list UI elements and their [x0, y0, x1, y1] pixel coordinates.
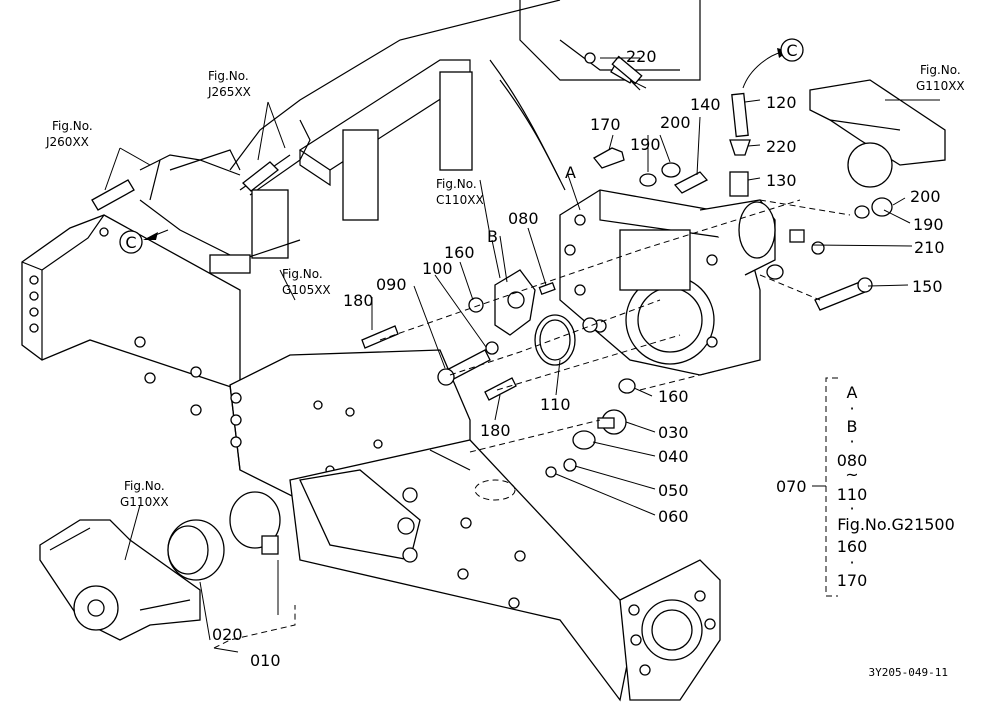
kit-item-080: 080 — [837, 451, 868, 470]
callout-070: 070 — [776, 477, 807, 496]
drawing-code: 3Y205-049-11 — [868, 666, 948, 679]
callout-170: 170 — [590, 115, 621, 134]
callout-180-top: 180 — [343, 291, 374, 310]
callout-160-bottom: 160 — [658, 387, 689, 406]
fig-ref-c110: C110XX — [436, 193, 484, 207]
kit-list: A · B · 080 ~ 110 · Fig.No.G21500 160 · … — [837, 383, 955, 590]
callout-060: 060 — [658, 507, 689, 526]
kit-sep-4: · — [849, 553, 854, 572]
leader-lines — [104, 48, 940, 653]
callout-220-top: 220 — [626, 47, 657, 66]
callout-020: 020 — [212, 625, 243, 644]
callout-050: 050 — [658, 481, 689, 500]
marker-c-top-label: C — [786, 41, 797, 60]
kit-item-110: 110 — [837, 485, 868, 504]
fig-ref-j260: J260XX — [45, 135, 89, 149]
kit-item-160: 160 — [837, 537, 868, 556]
kit-item-170: 170 — [837, 571, 868, 590]
marker-c-left-label: C — [125, 233, 136, 252]
kit-sep-3: · — [849, 499, 854, 518]
callout-150: 150 — [912, 277, 943, 296]
fig-ref-j265: J265XX — [207, 85, 251, 99]
gear-case — [468, 189, 776, 376]
callout-110: 110 — [540, 395, 571, 414]
callout-030: 030 — [658, 423, 689, 442]
callout-010: 010 — [250, 651, 281, 670]
fig-ref-g110-right-label: Fig.No. — [920, 63, 961, 77]
fig-ref-c110-label: Fig.No. — [436, 177, 477, 191]
fasteners — [361, 55, 893, 478]
callout-100: 100 — [422, 259, 453, 278]
upper-frame-drawing — [139, 0, 701, 274]
fig-ref-j265-label: Fig.No. — [208, 69, 249, 83]
kit-item-b: B — [847, 417, 858, 436]
callout-210: 210 — [914, 238, 945, 257]
fig-ref-g105: G105XX — [282, 283, 331, 297]
marker-b: B — [487, 227, 498, 246]
fig-ref-g105-label: Fig.No. — [282, 267, 323, 281]
marker-a: A — [565, 163, 576, 182]
pivot-bracket-right — [809, 79, 946, 188]
callout-220-right: 220 — [766, 137, 797, 156]
pivot-bracket-left — [39, 519, 201, 641]
fig-ref-g110-left-label: Fig.No. — [124, 479, 165, 493]
kit-range: ~ — [845, 465, 858, 484]
callout-080: 080 — [508, 209, 539, 228]
callout-040: 040 — [658, 447, 689, 466]
axle-housing — [21, 214, 721, 702]
callout-190-left: 190 — [630, 135, 661, 154]
callout-090: 090 — [376, 275, 407, 294]
kit-sep-1: · — [849, 399, 854, 418]
kit-bracket — [812, 377, 838, 597]
marker-c-left: C — [119, 230, 143, 254]
callout-120: 120 — [766, 93, 797, 112]
fig-ref-j260-label: Fig.No. — [52, 119, 93, 133]
callout-200-right: 200 — [910, 187, 941, 206]
marker-c-top: C — [780, 38, 804, 62]
harness-left — [91, 119, 311, 211]
callout-130: 130 — [766, 171, 797, 190]
kit-item-a: A — [847, 383, 858, 402]
callout-190-right: 190 — [913, 215, 944, 234]
callout-200-left: 200 — [660, 113, 691, 132]
callout-160-top: 160 — [444, 243, 475, 262]
callout-140: 140 — [690, 95, 721, 114]
kit-sep-2: · — [849, 432, 854, 451]
fig-ref-g110-left: G110XX — [120, 495, 169, 509]
callout-180-bottom: 180 — [480, 421, 511, 440]
kit-item-fig: Fig.No.G21500 — [837, 515, 955, 534]
fig-ref-g110-right: G110XX — [916, 79, 965, 93]
